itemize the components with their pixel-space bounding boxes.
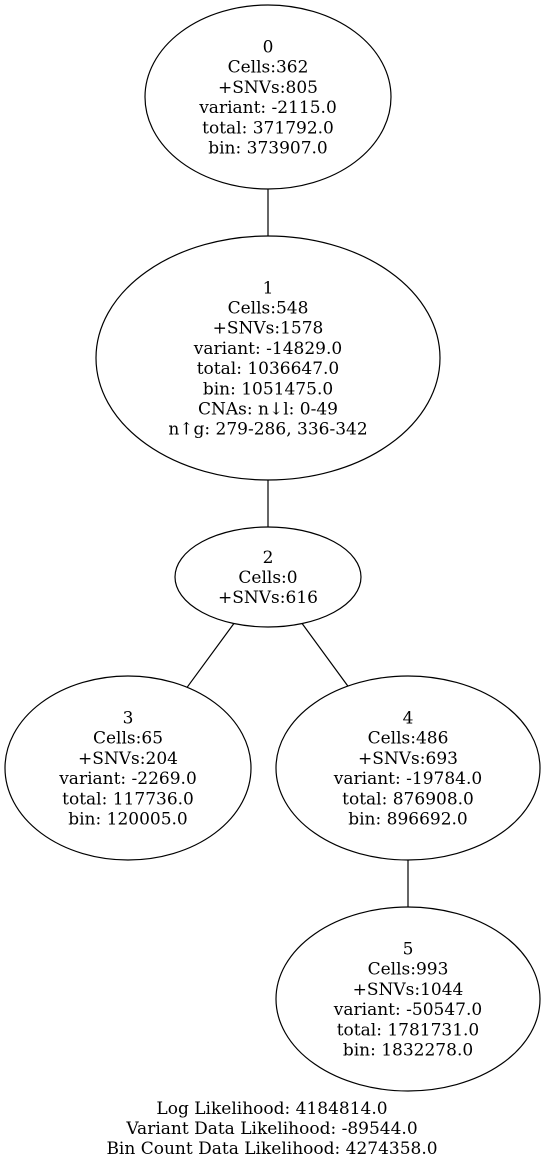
node-stat-line: bin: 1832278.0 (343, 1041, 473, 1061)
node-id-label: 2 (263, 548, 274, 568)
node-ellipse (275, 675, 541, 861)
node-stat-line: +SNVs:1044 (353, 980, 464, 1000)
node-ellipse (174, 526, 362, 628)
node-stat-line: total: 1781731.0 (337, 1020, 480, 1040)
node-stat-line: bin: 1051475.0 (203, 379, 333, 399)
node-stat-line: bin: 373907.0 (208, 139, 328, 159)
bin-likelihood-text: Bin Count Data Likelihood: 4274358.0 (106, 1139, 437, 1159)
node-stat-line: total: 876908.0 (342, 789, 474, 809)
node-stat-line: +SNVs:805 (218, 78, 318, 98)
node-stat-line: CNAs: n↓l: 0-49 (198, 400, 338, 420)
node-id-label: 3 (123, 709, 134, 729)
node-ellipse (275, 906, 541, 1092)
variant-likelihood-text: Variant Data Likelihood: -89544.0 (125, 1119, 417, 1139)
log-likelihood-text: Log Likelihood: 4184814.0 (156, 1099, 387, 1119)
node-ellipse (95, 235, 441, 481)
node-stat-line: Cells:65 (93, 729, 163, 749)
node-stat-line: variant: -2269.0 (58, 769, 197, 789)
node-stat-line: bin: 120005.0 (68, 810, 188, 830)
edges-layer (186, 189, 409, 907)
node-ellipse (4, 675, 252, 861)
node-id-label: 4 (403, 709, 414, 729)
node-ellipse (144, 4, 392, 190)
node-id-label: 1 (263, 278, 274, 298)
node-stat-line: Cells:0 (238, 568, 297, 588)
node-stat-line: Cells:548 (228, 299, 309, 319)
node-stat-line: +SNVs:616 (218, 588, 318, 608)
likelihood-footer: Log Likelihood: 4184814.0 Variant Data L… (106, 1099, 437, 1159)
edge-2-3 (186, 623, 235, 688)
node-stat-line: variant: -50547.0 (333, 1000, 482, 1020)
node-stat-line: +SNVs:204 (78, 749, 178, 769)
node-stat-line: n↑g: 279-286, 336-342 (168, 420, 367, 440)
node-stat-line: total: 371792.0 (202, 118, 334, 138)
node-stat-line: Cells:362 (228, 58, 309, 78)
node-stat-line: Cells:486 (368, 729, 449, 749)
node-id-label: 5 (403, 940, 414, 960)
node-stat-line: variant: -19784.0 (333, 769, 482, 789)
node-stat-line: total: 1036647.0 (197, 359, 340, 379)
node-stat-line: Cells:993 (368, 960, 449, 980)
node-stat-line: variant: -2115.0 (198, 98, 337, 118)
node-stat-line: +SNVs:1578 (213, 319, 324, 339)
node-id-label: 0 (263, 38, 274, 58)
node-stat-line: total: 117736.0 (62, 789, 194, 809)
node-stat-line: +SNVs:693 (358, 749, 458, 769)
edge-2-4 (301, 623, 349, 687)
node-stat-line: variant: -14829.0 (193, 339, 342, 359)
node-stat-line: bin: 896692.0 (348, 810, 468, 830)
